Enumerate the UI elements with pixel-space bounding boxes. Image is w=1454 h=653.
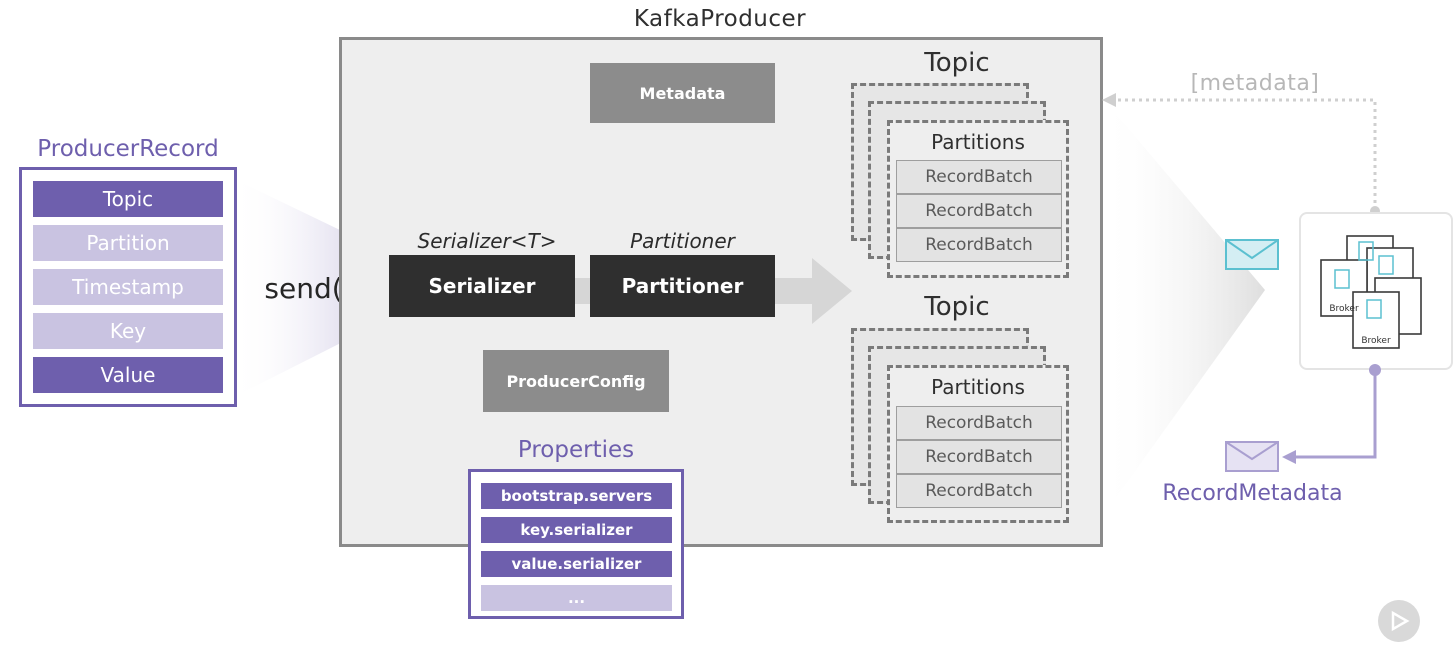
partitioner-caption: Partitioner xyxy=(630,229,735,253)
message-envelope-icon xyxy=(1225,239,1279,270)
producer-record-title: ProducerRecord xyxy=(37,136,219,162)
topic-1-partitions: Partitions RecordBatch RecordBatch Recor… xyxy=(887,120,1069,278)
producer-record-field-topic: Topic xyxy=(33,181,223,217)
properties-box: bootstrap.servers key.serializer value.s… xyxy=(468,469,684,619)
property-key-serializer: key.serializer xyxy=(481,517,672,543)
record-metadata-label: RecordMetadata xyxy=(1162,480,1343,506)
producer-record-field-key: Key xyxy=(33,313,223,349)
record-batch: RecordBatch xyxy=(896,194,1062,228)
send-call-label: send() xyxy=(264,271,354,305)
play-icon xyxy=(1391,610,1410,632)
broker-stack-icon: Broker Broker xyxy=(1320,235,1422,349)
kafka-producer-title: KafkaProducer xyxy=(633,6,807,32)
serializer-caption: Serializer<T> xyxy=(417,229,557,253)
record-batch: RecordBatch xyxy=(896,160,1062,194)
topic-2-partitions: Partitions RecordBatch RecordBatch Recor… xyxy=(887,365,1069,523)
partitions-label: Partitions xyxy=(931,375,1025,399)
broker-label: Broker xyxy=(1361,336,1391,346)
send-funnel xyxy=(232,178,392,398)
property-value-serializer: value.serializer xyxy=(481,551,672,577)
broker-cluster-panel: Broker Broker xyxy=(1299,212,1453,370)
metadata-box: Metadata xyxy=(590,63,775,123)
record-batch: RecordBatch xyxy=(896,440,1062,474)
record-metadata-envelope-icon xyxy=(1225,441,1279,472)
record-metadata-arrow xyxy=(1225,364,1381,472)
partitioner-box: Partitioner xyxy=(590,255,775,317)
delivery-funnel xyxy=(1100,95,1265,520)
topic-label-2: Topic xyxy=(924,292,990,322)
producer-record-field-timestamp: Timestamp xyxy=(33,269,223,305)
producer-config-box: ProducerConfig xyxy=(483,350,669,412)
producer-record-field-value: Value xyxy=(33,357,223,393)
play-button[interactable] xyxy=(1378,600,1420,642)
serializer-box: Serializer xyxy=(389,255,575,317)
kafka-producer-container: Metadata Serializer<T> Partitioner Seria… xyxy=(339,37,1103,547)
metadata-feedback-arrow xyxy=(1102,93,1380,216)
broker-label: Broker xyxy=(1329,304,1359,314)
topic-label-1: Topic xyxy=(924,48,990,78)
producer-record-box: Topic Partition Timestamp Key Value xyxy=(19,167,237,407)
properties-title: Properties xyxy=(517,437,635,463)
record-batch: RecordBatch xyxy=(896,406,1062,440)
property-bootstrap-servers: bootstrap.servers xyxy=(481,483,672,509)
property-more: ... xyxy=(481,585,672,611)
producer-record-field-partition: Partition xyxy=(33,225,223,261)
record-batch: RecordBatch xyxy=(896,228,1062,262)
metadata-feedback-label: [metadata] xyxy=(1190,70,1320,96)
record-batch: RecordBatch xyxy=(896,474,1062,508)
partitions-label: Partitions xyxy=(931,130,1025,154)
